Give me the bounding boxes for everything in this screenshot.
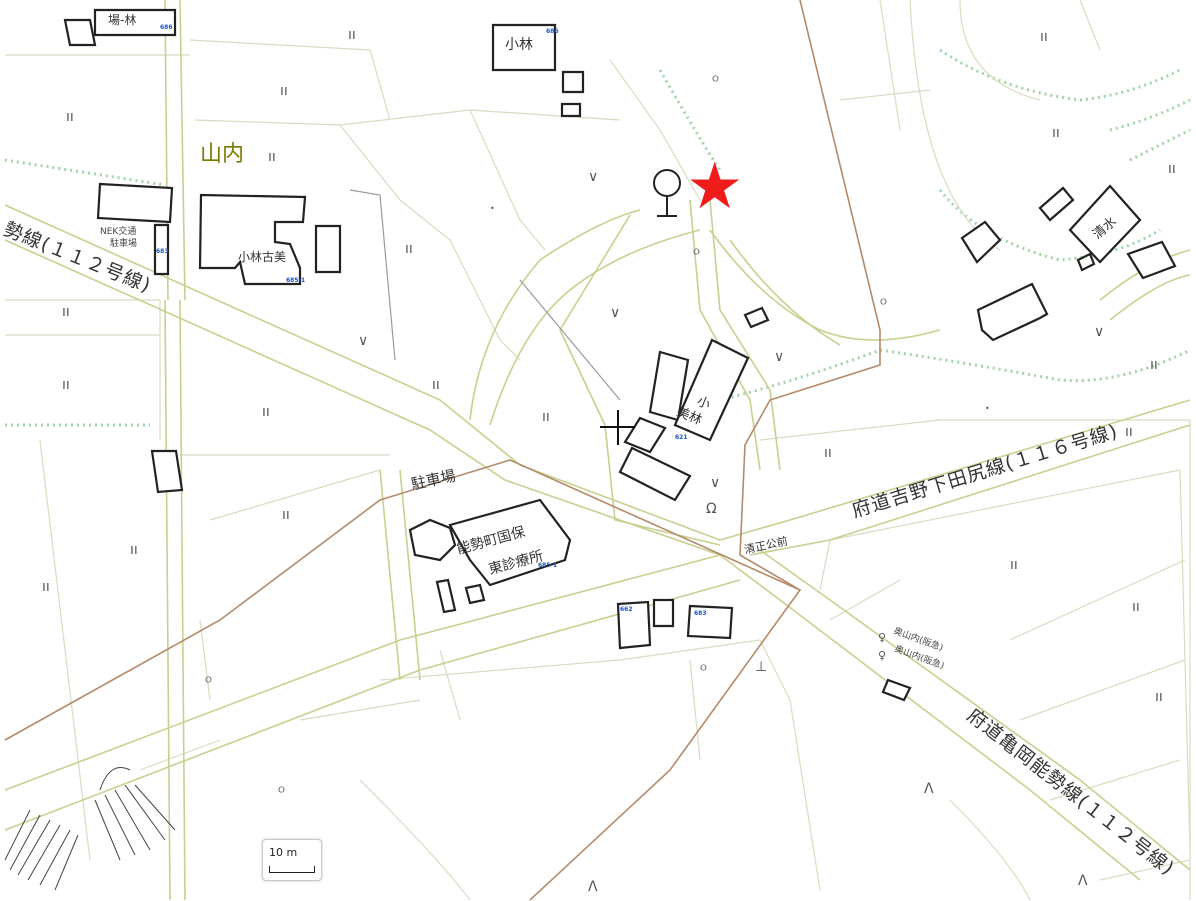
post-symbol: ⊥ [755,659,768,675]
orchard-symbol: ᴼ [712,74,719,90]
field-symbol: ıı [62,304,70,320]
house-code: 686 [160,24,173,31]
field-symbol: ıı [348,27,356,43]
dot-symbol: • [985,404,990,413]
tea-symbol: ∨ [610,305,621,321]
field-symbol: ıı [1010,557,1018,573]
road-edges [4,0,1191,901]
crosshair-icon [600,410,635,445]
field-symbol: ıı [1168,161,1176,177]
scale-label: 10 m [269,846,298,859]
building-label-parking-small: 駐車場 [110,239,138,249]
orchard-symbol: ᴼ [693,247,700,263]
bus-stop-icon: ♀ [878,631,887,644]
field-symbol: ıı [1132,599,1140,615]
house-code: 683 [694,610,707,617]
orchard-symbol: ᴼ [880,297,887,313]
building-label: 場-林 [108,13,137,27]
dot-symbol: • [490,204,495,213]
tea-symbol: ∨ [358,333,369,349]
field-symbol: ıı [1052,125,1060,141]
field-symbol: ıı [1155,689,1163,705]
boundary-line [519,279,621,401]
field-symbol: ıı [405,241,413,257]
embankment-lines [4,48,1191,427]
buildings [63,8,1177,702]
mailbox-symbol: Ω [706,501,717,517]
house-code: 621 [675,434,688,441]
tea-symbol: ∨ [774,349,785,365]
building-label-kobayashi: 小林 [505,37,533,53]
field-symbol: ıı [130,542,138,558]
field-symbol: ıı [542,409,550,425]
place-label: 山内 [200,142,245,167]
building-label-nek: NEK交通 [100,227,137,237]
field-symbol: ıı [262,404,270,420]
field-symbol: ıı [280,83,288,99]
house-code: 685-1 [286,277,306,284]
house-code: 685-1 [538,562,558,569]
field-symbol: ıı [1040,29,1048,45]
orchard-symbol: ᴼ [700,663,707,679]
scale-bar-graphic [269,866,315,873]
tea-symbol: ∨ [710,475,721,491]
bus-stop-icon: ♀ [878,649,887,662]
scale-bar: 10 m [262,839,322,881]
field-symbol: ıı [824,445,832,461]
field-symbol: ıı [1150,357,1158,373]
field-symbol: ıı [42,579,50,595]
tea-symbol: ∨ [1094,324,1105,340]
parcel-lines [5,0,1191,901]
field-symbol: ıı [282,507,290,523]
field-symbol: ıı [66,109,74,125]
tea-symbol: ∨ [588,169,599,185]
field-symbol: ıı [432,377,440,393]
wasteland-symbol: Λ [924,781,934,797]
shrine-symbol-icon [653,169,681,217]
red-star-marker-icon[interactable]: ★ [686,150,744,224]
house-code: 662 [620,606,633,613]
orchard-symbol: ᴼ [278,785,285,801]
field-symbol: ıı [62,377,70,393]
building-label-kobayashi-bijutsu: 小林古美 [238,250,287,264]
orchard-symbol: ᴼ [205,675,212,691]
field-symbol: ıı [1125,424,1133,440]
admin-boundary [4,0,881,901]
boundary-line [349,189,396,361]
wasteland-symbol: Λ [1078,873,1088,889]
wasteland-symbol: Λ [588,879,598,895]
slope-hachure [4,767,176,891]
house-code: 683 [156,248,169,255]
field-symbol: ıı [268,149,276,165]
house-code: 686 [546,28,559,35]
